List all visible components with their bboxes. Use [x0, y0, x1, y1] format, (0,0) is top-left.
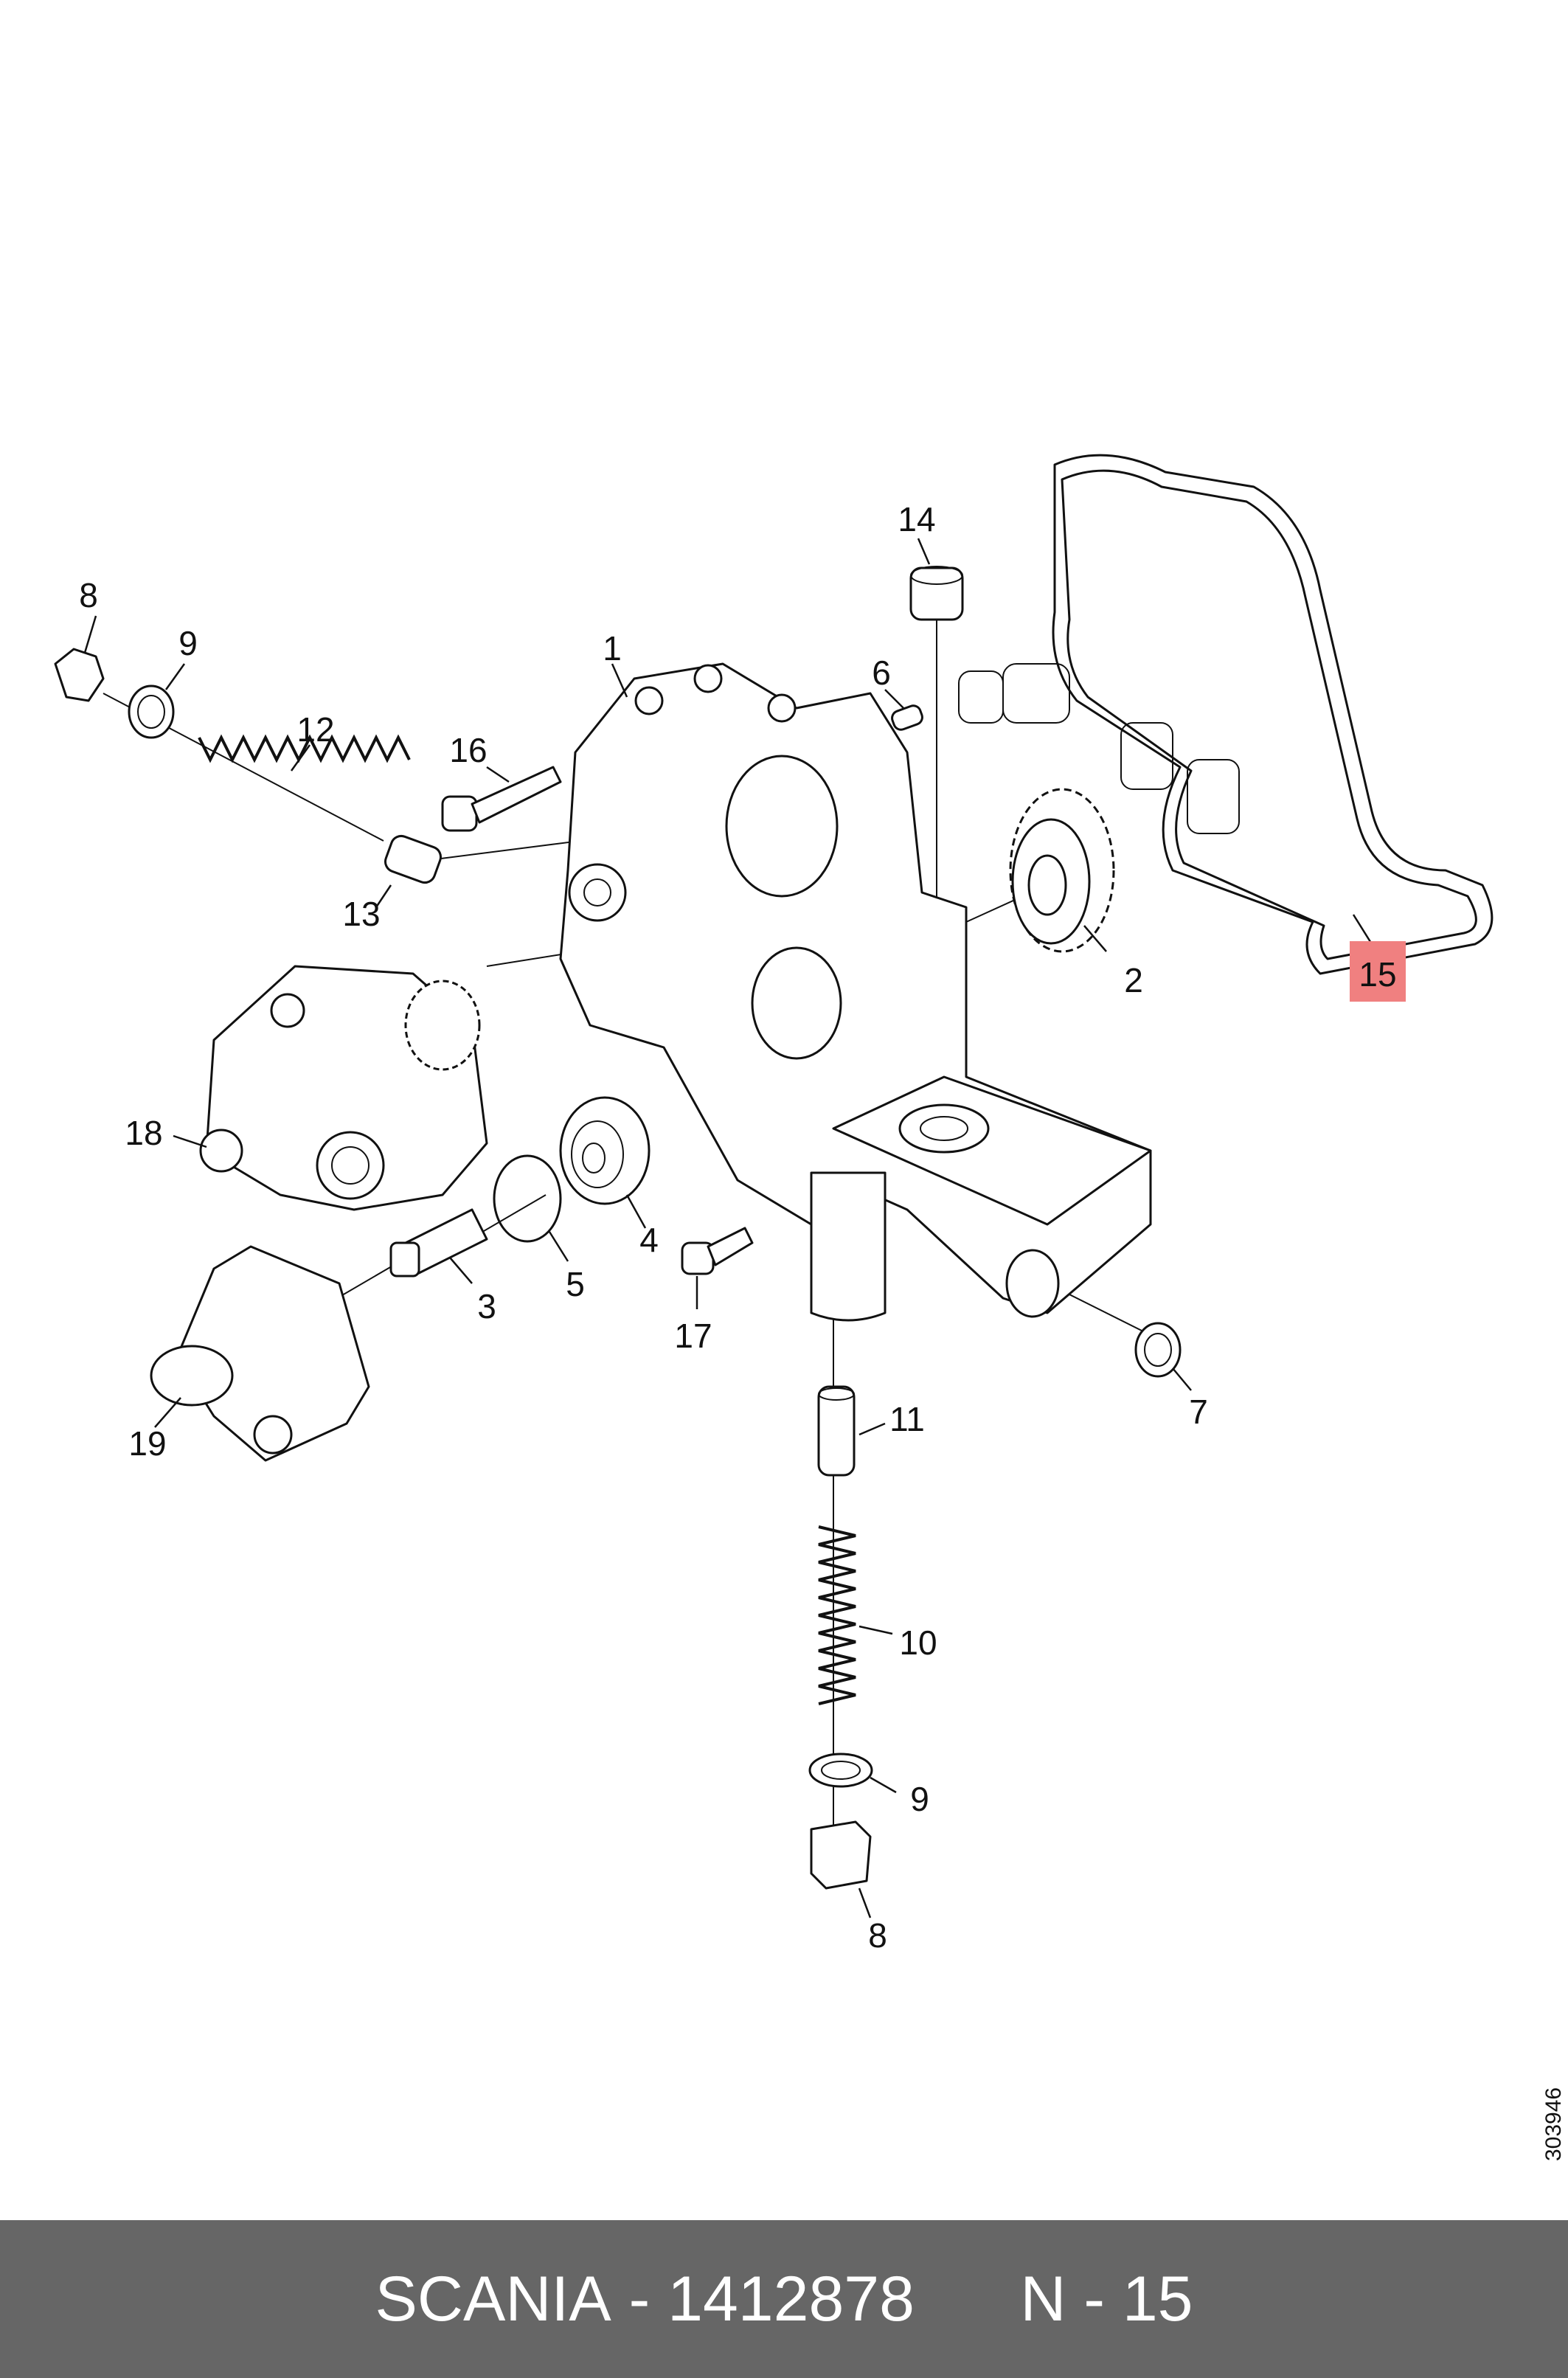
callout-16: 16	[449, 731, 487, 769]
callout-9-top: 9	[178, 624, 198, 662]
footer-separator: -	[611, 2263, 668, 2334]
callout-8-bottom: 8	[868, 1916, 887, 1955]
callout-13: 13	[342, 895, 380, 933]
spring-part-10	[818, 1525, 856, 1705]
callout-19: 19	[128, 1424, 166, 1463]
callout-3: 3	[477, 1287, 496, 1325]
hydraulic-pump-part-18	[199, 965, 488, 1211]
footer-position-label: N - 15	[1020, 2263, 1193, 2334]
oil-pump-housing-part-1	[559, 662, 1152, 1322]
seal-ring-part-7	[1134, 1322, 1182, 1378]
drawing-number: 303946	[1541, 2087, 1566, 2161]
seal-ring-part-9-bottom	[808, 1753, 873, 1788]
callout-17: 17	[674, 1317, 712, 1355]
footer-bar: SCANIA - 1412878 N - 15	[0, 2220, 1568, 2378]
callout-14: 14	[898, 500, 935, 538]
dowel-pin-part-6	[891, 704, 923, 731]
drive-gear-part-2	[1009, 788, 1115, 953]
spring-part-12	[198, 734, 411, 763]
sleeve-part-13	[384, 834, 442, 884]
callout-7: 7	[1189, 1393, 1208, 1431]
bearing-part-4	[559, 1096, 651, 1205]
footer-part-number: 1412878	[667, 2263, 915, 2334]
callout-leaders	[83, 538, 1373, 1918]
plug-part-8-top	[54, 648, 105, 702]
plug-part-8-bottom	[810, 1820, 872, 1890]
callout-10: 10	[899, 1623, 937, 1662]
callout-12: 12	[296, 710, 334, 749]
callout-6: 6	[872, 654, 891, 692]
bolt-part-17	[681, 1227, 754, 1275]
strainer-part-14	[909, 566, 964, 621]
callout-18: 18	[125, 1114, 162, 1152]
circlip-part-5	[493, 1154, 562, 1243]
callout-11: 11	[889, 1400, 925, 1438]
callout-labels: 8 9 1 6 14 16 12 13 2 15 18 4 5 3 17 7 1…	[79, 500, 1396, 1955]
bolt-part-16	[441, 766, 562, 832]
footer-brand: SCANIA	[375, 2263, 611, 2334]
valve-piston-part-11	[817, 1385, 856, 1477]
callout-1: 1	[603, 629, 622, 668]
footer-gap	[915, 2263, 1020, 2336]
gasket-part-15	[958, 454, 1494, 975]
callout-15-highlight	[1350, 941, 1406, 1002]
callout-15: 15	[1359, 955, 1396, 994]
callout-8-top: 8	[79, 576, 98, 614]
union-part-19	[150, 1245, 370, 1462]
seal-ring-part-9-top	[128, 684, 175, 739]
callout-2: 2	[1124, 961, 1143, 999]
callout-9-bottom: 9	[910, 1780, 929, 1818]
exploded-parts-diagram: 8 9 1 6 14 16 12 13 2 15 18 4 5 3 17 7 1…	[54, 454, 1494, 1955]
callout-4: 4	[639, 1221, 659, 1259]
callout-5: 5	[566, 1265, 585, 1303]
shaft-part-3	[389, 1208, 488, 1278]
